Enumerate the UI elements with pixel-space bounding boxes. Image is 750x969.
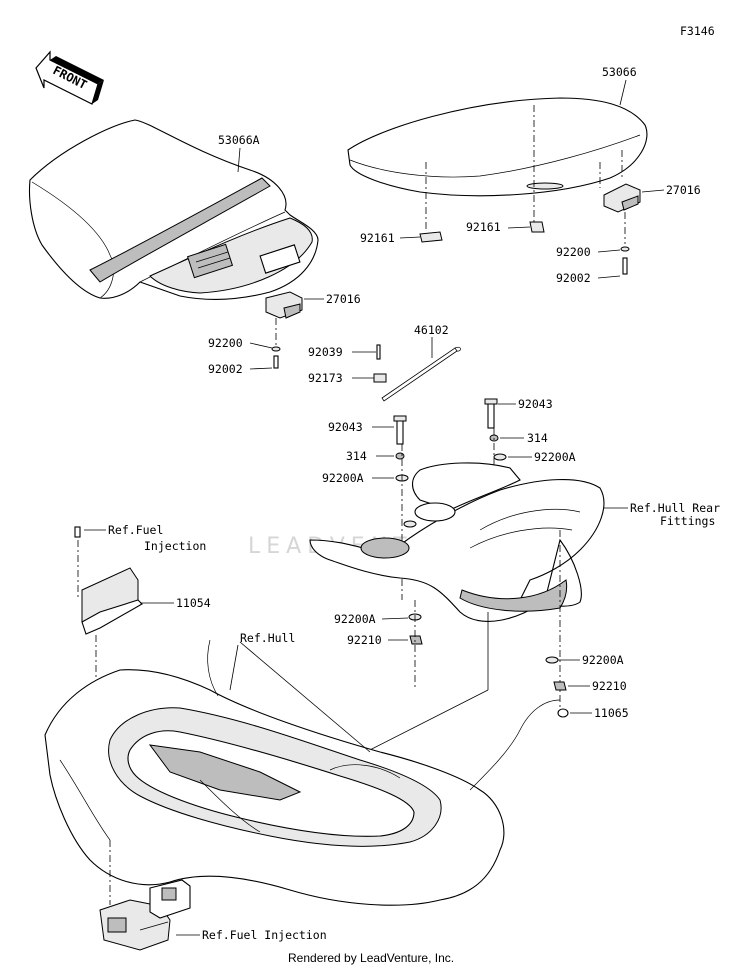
label-46102: 46102 xyxy=(414,323,449,337)
bottom-fuel-injection-bracket: Ref.Fuel Injection xyxy=(99,840,327,951)
ref-line-deck-2 xyxy=(349,689,489,761)
front-seat-bracket: 27016 92200 92002 xyxy=(208,291,361,376)
label-92173: 92173 xyxy=(308,371,343,385)
label-92002-front: 92002 xyxy=(208,362,243,376)
label-ref-fuel-injection-top-1: Ref.Fuel xyxy=(108,523,163,537)
label-92210-right: 92210 xyxy=(592,679,627,693)
label-27016-rear: 27016 xyxy=(666,183,701,197)
label-92200-front: 92200 xyxy=(208,336,243,350)
label-314-right: 314 xyxy=(527,431,548,445)
footer-credit: Rendered by LeadVenture, Inc. xyxy=(288,951,454,965)
label-ref-hull-rear-fittings-1: Ref.Hull Rear xyxy=(630,501,720,515)
label-53066A: 53066A xyxy=(218,133,260,147)
label-11065: 11065 xyxy=(594,706,629,720)
label-53066: 53066 xyxy=(602,65,637,79)
label-92043-right: 92043 xyxy=(518,397,553,411)
label-92200A-left-bottom: 92200A xyxy=(334,612,376,626)
seat-stay-rod: 46102 92039 92173 xyxy=(308,323,461,402)
rear-deck-handle: Ref.Hull Rear Fittings xyxy=(309,462,720,622)
figure-code: F3146 xyxy=(680,24,715,38)
fuel-injection-bracket: Ref.Fuel Injection 11054 xyxy=(74,523,211,760)
right-bottom-fasteners: 92200A 92210 11065 xyxy=(545,530,629,720)
label-92002-rear: 92002 xyxy=(556,271,591,285)
rear-seat: 53066 xyxy=(347,65,648,232)
left-bolt-stack: 92043 314 92200A xyxy=(322,415,409,600)
label-314-left: 314 xyxy=(346,449,367,463)
label-ref-hull: Ref.Hull xyxy=(240,631,295,645)
label-92200A-right-bottom: 92200A xyxy=(582,653,624,667)
label-92200-rear: 92200 xyxy=(556,245,591,259)
label-92200A-right-top: 92200A xyxy=(534,450,576,464)
front-arrow-icon: FRONT xyxy=(35,50,104,105)
label-92200A-left-top: 92200A xyxy=(322,471,364,485)
label-ref-fuel-injection-bottom: Ref.Fuel Injection xyxy=(202,928,327,942)
rear-seat-bracket: 27016 92200 92002 xyxy=(556,183,701,285)
label-92039: 92039 xyxy=(308,345,343,359)
label-92161-left: 92161 xyxy=(360,231,395,245)
label-92043-left: 92043 xyxy=(328,420,363,434)
label-92161-right: 92161 xyxy=(466,220,501,234)
label-92210-left: 92210 xyxy=(347,633,382,647)
right-bolt-stack-top: 92043 314 92200A xyxy=(484,397,576,490)
label-11054: 11054 xyxy=(176,596,211,610)
hull: Ref.Hull xyxy=(44,631,561,906)
front-seat: 53066A xyxy=(29,119,319,301)
seat-clips: 92161 92161 xyxy=(360,220,545,245)
label-ref-hull-rear-fittings-2: Fittings xyxy=(660,514,715,528)
label-ref-fuel-injection-top-2: Injection xyxy=(144,539,206,553)
left-bottom-fasteners: 92200A 92210 xyxy=(334,600,423,690)
label-27016-front: 27016 xyxy=(326,292,361,306)
